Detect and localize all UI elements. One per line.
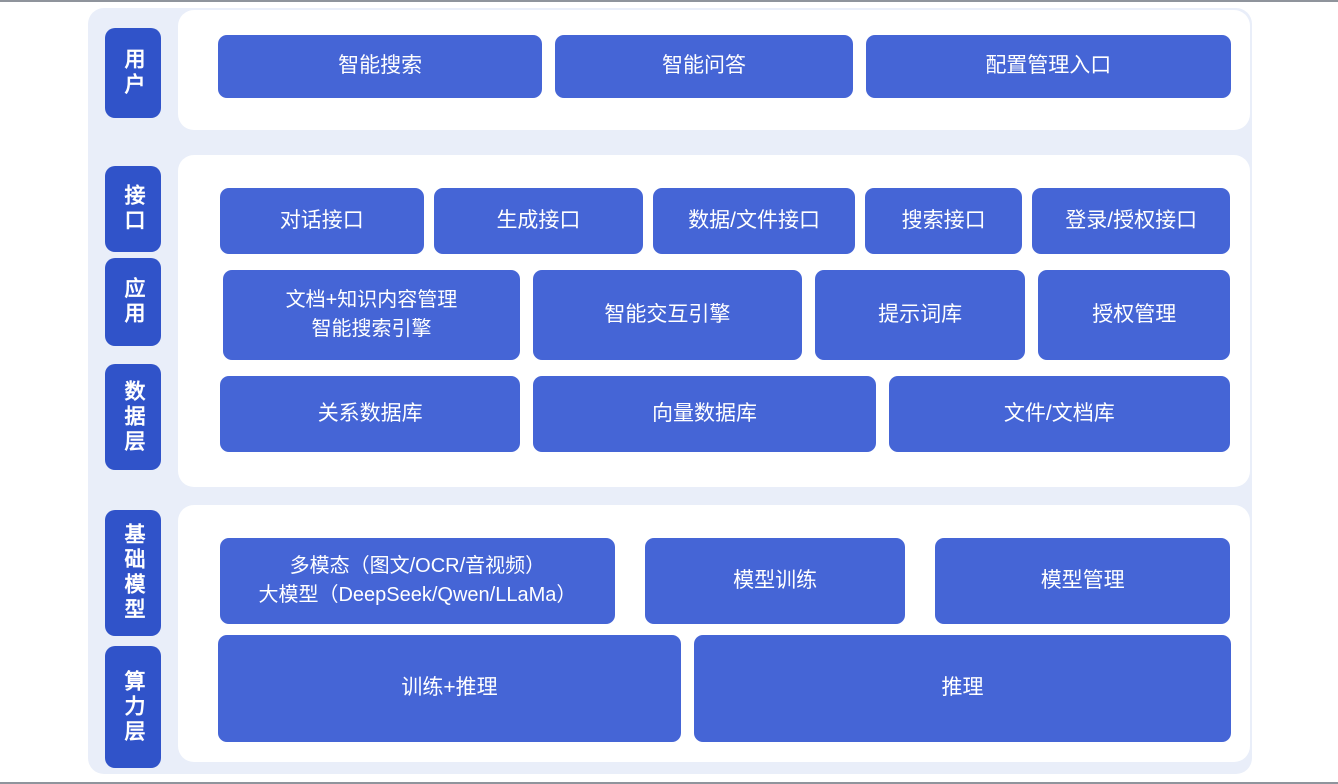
box-line-2: 智能搜索引擎 [311,318,432,340]
user-layer-row: 智能搜索 智能问答 配置管理入口 [218,35,1231,98]
panel-middle-layers: 对话接口 生成接口 数据/文件接口 搜索接口 登录/授权接口 文档+知识内容管理… [178,155,1250,487]
box-doc-knowledge-search-engine: 文档+知识内容管理 智能搜索引擎 [223,270,520,360]
box-model-training: 模型训练 [644,538,906,624]
box-data-file-api: 数据/文件接口 [653,188,855,254]
box-smart-qa: 智能问答 [555,35,853,98]
data-layer-row: 关系数据库 向量数据库 文件/文档库 [220,376,1230,452]
layer-tab-base-model: 基础模型 [105,510,161,636]
layer-tab-compute-layer: 算力层 [105,646,161,768]
box-auth-management: 授权管理 [1038,270,1230,360]
panel-user-layer: 智能搜索 智能问答 配置管理入口 [178,10,1250,130]
compute-row: 训练+推理 推理 [218,635,1231,742]
box-smart-interaction-engine: 智能交互引擎 [532,270,802,360]
layer-tab-interface: 接口 [105,166,161,252]
layer-tab-application: 应用 [105,258,161,346]
layer-tab-data-layer: 数据层 [105,364,161,470]
box-relational-db: 关系数据库 [220,376,521,452]
box-smart-search: 智能搜索 [218,35,543,98]
box-line-1: 多模态（图文/OCR/音视频） [289,555,546,577]
panel-bottom-layers: 多模态（图文/OCR/音视频） 大模型（DeepSeek/Qwen/LLaMa）… [178,505,1250,762]
box-search-api: 搜索接口 [864,188,1023,254]
box-file-doc-store: 文件/文档库 [888,376,1230,452]
application-row: 文档+知识内容管理 智能搜索引擎 智能交互引擎 提示词库 授权管理 [223,270,1230,360]
box-generation-api: 生成接口 [433,188,644,254]
base-model-row: 多模态（图文/OCR/音视频） 大模型（DeepSeek/Qwen/LLaMa）… [220,538,1230,624]
interface-row: 对话接口 生成接口 数据/文件接口 搜索接口 登录/授权接口 [220,188,1230,254]
box-multimodal-llm: 多模态（图文/OCR/音视频） 大模型（DeepSeek/Qwen/LLaMa） [220,538,615,624]
layer-tab-user: 用户 [105,28,161,118]
box-training-inference: 训练+推理 [218,635,681,742]
box-vector-db: 向量数据库 [533,376,876,452]
box-line-1: 文档+知识内容管理 [285,289,458,311]
box-line-2: 大模型（DeepSeek/Qwen/LLaMa） [258,584,577,606]
box-config-mgmt-entry: 配置管理入口 [865,35,1231,98]
box-login-auth-api: 登录/授权接口 [1032,188,1230,254]
box-dialog-api: 对话接口 [220,188,424,254]
box-model-management: 模型管理 [935,538,1230,624]
box-prompt-library: 提示词库 [814,270,1026,360]
box-inference: 推理 [694,635,1231,742]
